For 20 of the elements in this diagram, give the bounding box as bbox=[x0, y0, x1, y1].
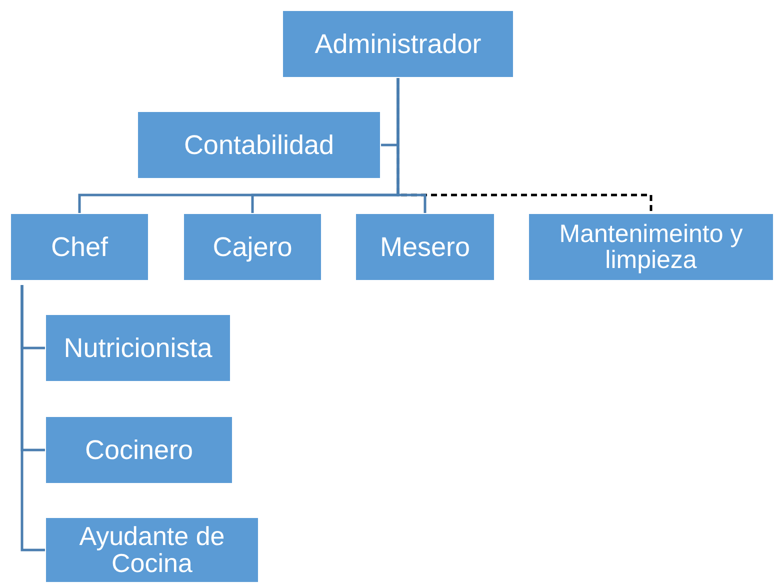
role-label: Contabilidad bbox=[184, 130, 334, 160]
role-label: Nutricionista bbox=[64, 334, 212, 362]
org-chart-box bbox=[528, 213, 774, 281]
role-label: Administrador bbox=[314, 30, 482, 58]
connector-line bbox=[20, 285, 45, 552]
org-chart-box bbox=[10, 213, 149, 281]
role-label: Mesero bbox=[380, 232, 470, 262]
role-label: Chef bbox=[50, 232, 108, 262]
org-chart-box bbox=[45, 517, 259, 583]
org-chart-box bbox=[45, 314, 231, 382]
role-label: Mantenimeinto y limpieza bbox=[558, 220, 744, 274]
role-label: Cocinero bbox=[84, 436, 194, 464]
role-label: Cajero bbox=[212, 232, 292, 262]
org-chart-box bbox=[183, 213, 322, 281]
org-chart-box bbox=[137, 111, 381, 179]
org-chart-box bbox=[282, 10, 514, 78]
role-label: Ayudante de Cocina bbox=[78, 522, 226, 578]
org-chart-box bbox=[45, 416, 233, 484]
org-chart-box bbox=[355, 213, 495, 281]
connector-line bbox=[396, 78, 426, 213]
